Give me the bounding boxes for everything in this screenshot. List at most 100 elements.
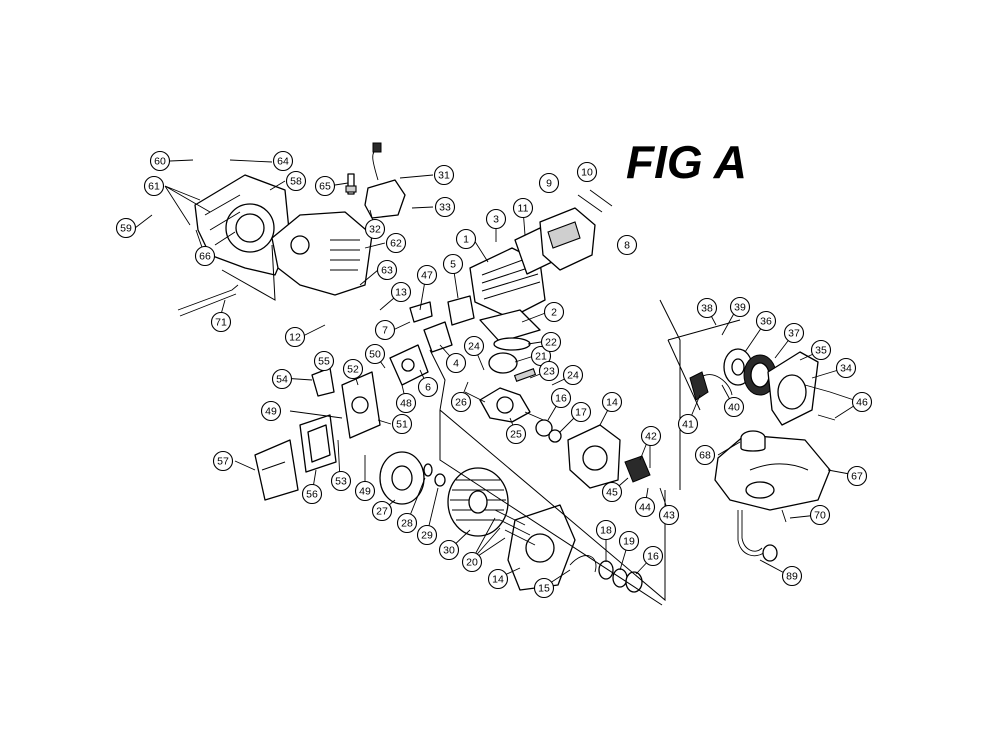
callout-51: 51 — [391, 413, 413, 435]
callout-circle — [433, 164, 455, 186]
callout-number: 66 — [199, 251, 211, 263]
callout-16: 16 — [642, 545, 664, 567]
callout-62: 62 — [385, 232, 407, 254]
callout-number: 27 — [376, 506, 388, 518]
fuel-cap-part — [740, 430, 766, 452]
callout-circle — [374, 319, 396, 341]
muffler-bolts-part — [577, 189, 613, 213]
callout-circle — [846, 465, 868, 487]
washer-part — [423, 463, 433, 477]
callout-number: 51 — [396, 419, 408, 431]
callout-11: 11 — [512, 197, 534, 219]
callout-46: 46 — [851, 391, 873, 413]
callout-circle — [694, 444, 716, 466]
callout-number: 89 — [786, 571, 798, 583]
callout-36: 36 — [755, 310, 777, 332]
callout-number: 56 — [306, 489, 318, 501]
callout-circle — [601, 481, 623, 503]
callout-circle — [640, 425, 662, 447]
callout-20: 20 — [461, 551, 483, 573]
callout-circle — [505, 423, 527, 445]
callout-29: 29 — [416, 524, 438, 546]
callout-38: 38 — [696, 297, 718, 319]
callout-number: 20 — [466, 557, 478, 569]
callout-number: 46 — [856, 397, 868, 409]
callout-40: 40 — [723, 396, 745, 418]
callout-57: 57 — [212, 450, 234, 472]
starter-handle-part — [689, 371, 709, 401]
muffler-part — [539, 207, 596, 271]
callout-67: 67 — [846, 465, 868, 487]
callout-number: 29 — [421, 530, 433, 542]
callout-circle — [314, 175, 336, 197]
callout-58: 58 — [285, 170, 307, 192]
callout-49: 49 — [260, 400, 282, 422]
callout-circle — [618, 530, 640, 552]
callout-circle — [576, 161, 598, 183]
callout-14: 14 — [601, 391, 623, 413]
callout-circle — [301, 483, 323, 505]
callout-circle — [445, 352, 467, 374]
callout-number: 42 — [645, 431, 657, 443]
callout-43: 43 — [658, 504, 680, 526]
crankcase-screws-part — [494, 509, 536, 546]
callout-number: 68 — [699, 450, 711, 462]
air-filter-base-part — [341, 371, 381, 439]
callout-number: 37 — [788, 328, 800, 340]
callout-circle — [212, 450, 234, 472]
callout-25: 25 — [505, 423, 527, 445]
callout-circle — [364, 218, 386, 240]
callout-circle — [463, 335, 485, 357]
callout-number: 33 — [439, 202, 451, 214]
insulator-part — [447, 295, 475, 326]
clutch-part — [624, 455, 651, 483]
figure-title: FIG A — [626, 136, 747, 188]
callout-19: 19 — [618, 530, 640, 552]
callout-71: 71 — [210, 311, 232, 333]
callout-17: 17 — [570, 401, 592, 423]
callout-number: 18 — [600, 525, 612, 537]
callout-circle — [442, 253, 464, 275]
callout-circle — [595, 519, 617, 541]
callout-circle — [562, 364, 584, 386]
callout-52: 52 — [342, 358, 364, 380]
callout-number: 24 — [468, 341, 480, 353]
parts-artwork — [177, 142, 836, 606]
callout-number: 2 — [551, 307, 557, 319]
callout-number: 43 — [663, 510, 675, 522]
piston-ring-part — [493, 337, 531, 351]
callout-32: 32 — [364, 218, 386, 240]
callout-circle — [642, 545, 664, 567]
tank-bolt-part — [781, 509, 787, 523]
callout-14: 14 — [487, 568, 509, 590]
callout-number: 63 — [381, 265, 393, 277]
ground-wire-part — [177, 284, 239, 317]
callout-number: 32 — [369, 224, 381, 236]
callout-number: 34 — [840, 363, 852, 375]
callout-number: 5 — [450, 259, 456, 271]
circlip-part — [569, 555, 597, 573]
callout-number: 13 — [395, 287, 407, 299]
cylinder-gasket-part — [479, 309, 541, 343]
callout-circle — [284, 326, 306, 348]
callout-number: 65 — [319, 181, 331, 193]
callout-number: 16 — [647, 551, 659, 563]
air-filter-element-part — [299, 414, 337, 473]
bearing-lower-2-part — [625, 571, 643, 593]
callout-circle — [658, 504, 680, 526]
callout-53: 53 — [330, 470, 352, 492]
callout-circle — [450, 391, 472, 413]
callout-10: 10 — [576, 161, 598, 183]
callout-number: 11 — [518, 203, 529, 215]
callout-number: 22 — [545, 337, 557, 349]
callout-63: 63 — [376, 259, 398, 281]
callout-number: 38 — [701, 303, 713, 315]
callout-7: 7 — [374, 319, 396, 341]
callout-circle — [272, 150, 294, 172]
callout-23: 23 — [538, 360, 560, 382]
callout-22: 22 — [540, 331, 562, 353]
callout-circle — [395, 392, 417, 414]
crankcase-upper-part — [567, 424, 621, 489]
callout-70: 70 — [809, 504, 831, 526]
callout-circle — [540, 331, 562, 353]
